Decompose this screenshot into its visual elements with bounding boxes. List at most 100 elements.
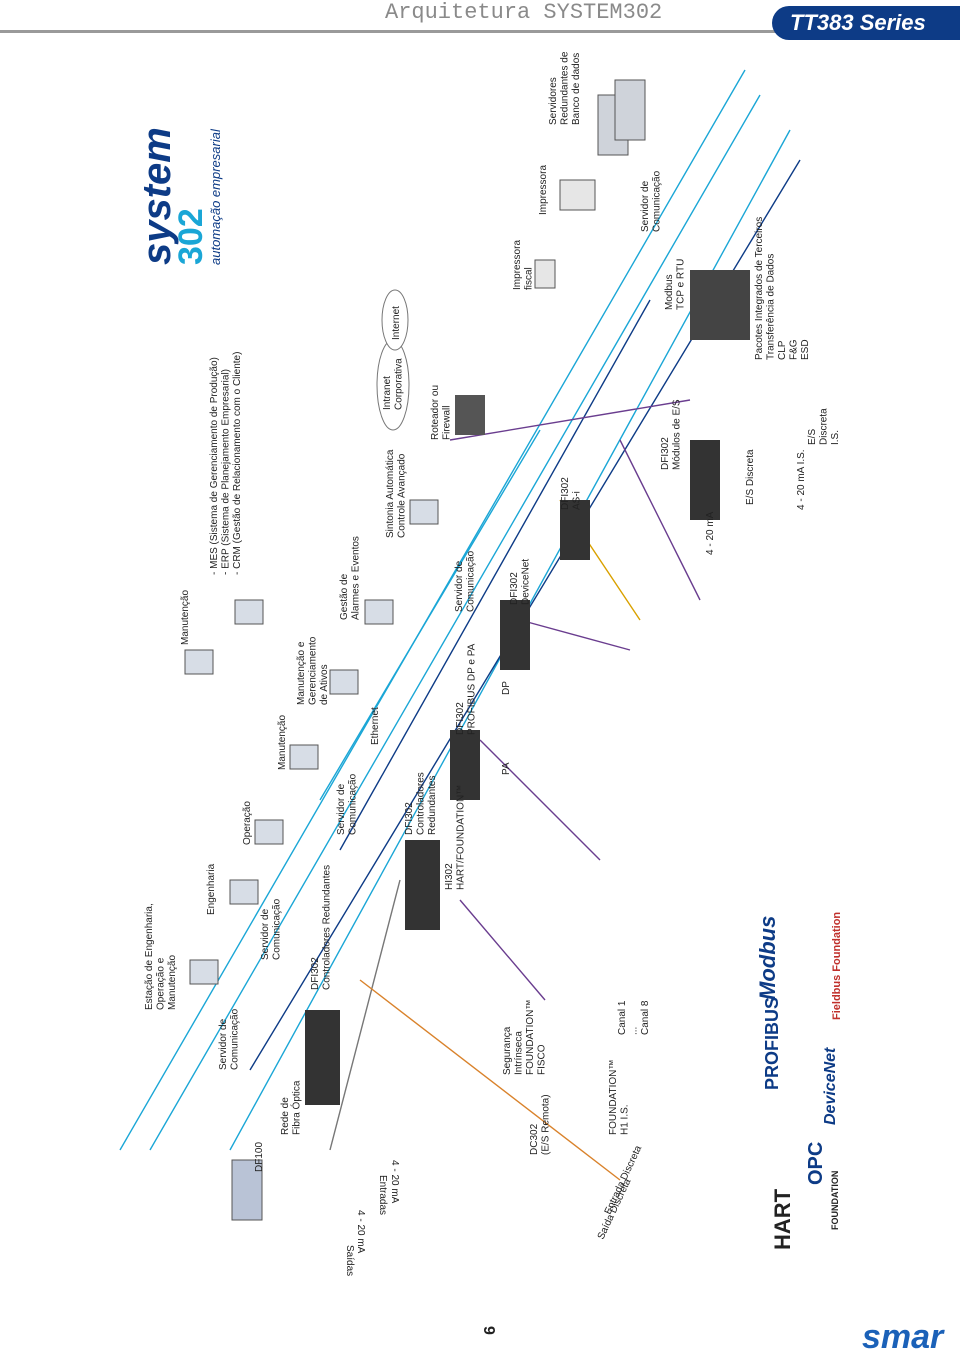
label-dfi-modulos-line: Módulos de E/S — [672, 399, 683, 470]
label-canal-line: Canal 1 — [617, 1000, 628, 1035]
label-mes-line: - ERP (Sistema de Planejamento Empresari… — [221, 369, 232, 575]
label-manutencao-1-line: Manutenção — [277, 715, 288, 770]
label-mes-line: - CRM (Gestão de Relacionamento com o Cl… — [232, 352, 243, 575]
label-dc302-line: DC302 — [529, 1123, 540, 1155]
label-dfi-ctrl-redund-line: Redundantes — [427, 776, 438, 836]
logo-profibus: PROFIBUS — [762, 997, 782, 1090]
label-dp-line: DP — [501, 681, 512, 695]
label-es-discreta: E/S Discreta — [745, 449, 756, 505]
label-manut-gerenc-line: Gerenciamento — [308, 636, 319, 705]
label-operacao: Operação — [242, 801, 253, 845]
label-internet: Internet — [391, 306, 402, 340]
page-header: Arquitetura SYSTEM302 TT383 Series — [0, 0, 960, 40]
equipment — [231, 79, 750, 1221]
label-ma-420: 4 - 20 mA — [705, 511, 716, 555]
label-saidas: Saídas — [344, 1245, 355, 1276]
label-dfi-redund: DFI302Controladores Redundantes — [310, 865, 333, 990]
logo-tagline: automação empresarial — [208, 128, 223, 265]
label-impressora-fiscal-line: fiscal — [524, 267, 535, 290]
label-servidor-2-line: Comunicação — [272, 898, 283, 960]
devicenet-line — [519, 619, 631, 651]
label-saidas-line: Saídas — [344, 1245, 355, 1276]
logo-number-line: 302 — [172, 208, 210, 265]
ethernet-backbone-6 — [339, 299, 651, 851]
label-ethernet-line: Ethernet — [370, 707, 381, 745]
logo-hart: HART — [770, 1188, 795, 1250]
label-servidor-5-line: Servidor de — [640, 180, 651, 232]
label-dfi-redund-line: Controladores Redundantes — [322, 865, 333, 990]
label-pacotes-line: ESD — [800, 339, 811, 360]
label-manut-gerenc-line: de Ativos — [319, 664, 330, 705]
label-servidores-line: Banco de dados — [571, 53, 582, 125]
labels: DF100 Rede deFibra Óptica DFI302Controla… — [144, 51, 841, 1276]
label-impressora-fiscal-line: Impressora — [512, 240, 523, 290]
label-hi302-line: HI302 — [444, 863, 455, 890]
h1-line — [329, 879, 401, 1151]
label-sintonia-line: Sintonia Automática — [385, 449, 396, 538]
label-manut-gerenc: Manutenção eGerenciamentode Ativos — [296, 636, 330, 705]
label-servidor-1: Servidor deComunicação — [218, 1008, 241, 1070]
modules-line — [619, 439, 701, 601]
label-manutencao-1: Manutenção — [277, 715, 288, 770]
label-pa-line: PA — [501, 762, 512, 775]
label-seguranca-line: Segurança — [502, 1026, 513, 1075]
label-pacotes-line: Pacotes Integrados de Terceiros — [754, 217, 765, 360]
logo-profibus-line: PROFIBUS — [762, 997, 782, 1090]
label-impressora: Impressora — [538, 165, 549, 215]
label-estacao-line: Estação de Engenharia, — [144, 903, 155, 1010]
label-engenharia: Engenharia — [206, 863, 217, 915]
label-engenharia-line: Engenharia — [206, 863, 217, 915]
label-dfi-ctrl-redund-line: DFI302 — [404, 802, 415, 835]
label-canal: Canal 1...Canal 8 — [617, 1000, 651, 1035]
label-pacotes-line: CLP — [777, 340, 788, 360]
workstations — [184, 499, 439, 985]
logo-opc: OPC — [805, 1142, 827, 1185]
label-manutencao-2: Manutenção — [180, 590, 191, 645]
label-servidor-3-line: Servidor de — [336, 783, 347, 835]
label-dfi-devicenet-line: DeviceNet — [521, 559, 532, 605]
label-dfi-ctrl-redund-line: Controladores — [416, 772, 427, 835]
label-impressora-line: Impressora — [538, 165, 549, 215]
label-impressora-fiscal: Impressorafiscal — [512, 240, 535, 290]
label-es-discreta-is-line: Discreta — [819, 408, 830, 445]
label-dfi-ctrl-redund: DFI302ControladoresRedundantes — [404, 772, 438, 835]
label-servidor-5: Servidor deComunicação — [640, 170, 663, 232]
ws-engenharia — [229, 879, 259, 905]
series-label: TT383 Series — [790, 10, 926, 35]
logo-foundation-line: FOUNDATION — [830, 1171, 840, 1230]
label-dfi-devicenet: DFI302DeviceNet — [509, 559, 532, 605]
label-dfi-asi-line: AS-i — [572, 491, 583, 510]
ws-mes-1 — [184, 649, 214, 675]
dfi-devicenet-rack — [500, 600, 530, 670]
label-mes: - MES (Sistema de Gerenciamento de Produ… — [209, 352, 243, 575]
label-seguranca-line: FISCO — [537, 1044, 548, 1075]
label-servidor-4-line: Comunicação — [466, 550, 477, 612]
label-fibra-line: Rede de — [280, 1097, 291, 1135]
label-foundation-h1: FOUNDATION™H1 I.S. — [608, 1060, 631, 1135]
dfi-redund-rack — [305, 1010, 340, 1105]
label-seguranca-line: FOUNDATION™ — [525, 1000, 536, 1075]
label-es-discreta-is: E/SDiscretaI.S. — [807, 408, 841, 445]
label-ma-entradas: 4 - 20 mA — [389, 1160, 400, 1204]
ws-manutencao — [289, 744, 319, 770]
label-dfi-asi-line: DFI302 — [560, 477, 571, 510]
label-fibra: Rede deFibra Óptica — [280, 1080, 303, 1135]
dfi-profibus-rack — [450, 730, 480, 800]
series-badge: TT383 Series — [772, 6, 960, 40]
ws-mes-2 — [234, 599, 264, 625]
label-gestao-line: Alarmes e Eventos — [351, 536, 362, 620]
label-servidor-2: Servidor deComunicação — [260, 898, 283, 960]
dfi-asi-rack — [560, 500, 590, 560]
logo-word-line: system — [135, 127, 179, 265]
label-intranet-line: Corporativa — [394, 358, 405, 410]
ws-sintonia — [409, 499, 439, 525]
label-canal-line: ... — [629, 1027, 640, 1035]
logo-opc-line: OPC — [805, 1142, 827, 1185]
ws-gestao — [364, 599, 394, 625]
label-seguranca: SegurançaIntrínsecaFOUNDATION™FISCO — [502, 1000, 548, 1075]
label-servidores: ServidoresRedundantes deBanco de dados — [548, 51, 582, 125]
label-dp: DP — [501, 681, 512, 695]
label-roteador: Roteador ouFirewall — [430, 385, 453, 440]
label-seguranca-line: Intrínseca — [514, 1031, 525, 1075]
logo-modbus-line: Modbus — [755, 916, 780, 1000]
